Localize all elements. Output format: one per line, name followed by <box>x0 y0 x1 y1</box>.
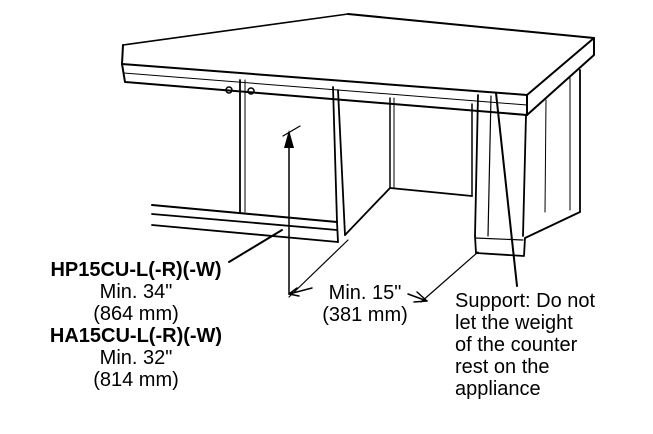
knob-icon <box>247 87 255 95</box>
height-dimension <box>228 125 313 297</box>
model-name: HP15CU-L(-R)(-W) <box>50 259 222 281</box>
min-width-inches: Min. 15" <box>328 282 402 304</box>
support-note-line: appliance <box>455 378 541 400</box>
min-height-mm: (814 mm) <box>93 369 179 391</box>
support-note-line: let the weight <box>455 312 573 334</box>
width-label-block: Min. 15" (381 mm) <box>305 282 425 326</box>
support-leader-line <box>495 92 518 287</box>
min-height-mm: (864 mm) <box>93 303 179 325</box>
left-cabinet <box>151 79 339 243</box>
model-name: HA15CU-L(-R)(-W) <box>49 325 223 347</box>
min-height-inches: Min. 34" <box>99 281 173 303</box>
height-label-block: HP15CU-L(-R)(-W) Min. 34" (864 mm) HA15C… <box>0 259 272 391</box>
support-note-line: rest on the <box>455 356 550 378</box>
right-cabinet <box>474 69 581 257</box>
min-width-mm: (381 mm) <box>322 304 408 326</box>
support-note-line: Support: Do not <box>455 290 596 312</box>
knob-icon <box>225 86 233 94</box>
countertop <box>121 13 595 116</box>
min-height-inches: Min. 32" <box>99 347 173 369</box>
support-note-line: of the counter <box>455 334 578 356</box>
support-note: Support: Do not let the weight of the co… <box>455 290 595 400</box>
width-dimension <box>288 239 479 303</box>
appliance-opening <box>337 89 473 236</box>
arrow-up-icon <box>284 130 294 148</box>
